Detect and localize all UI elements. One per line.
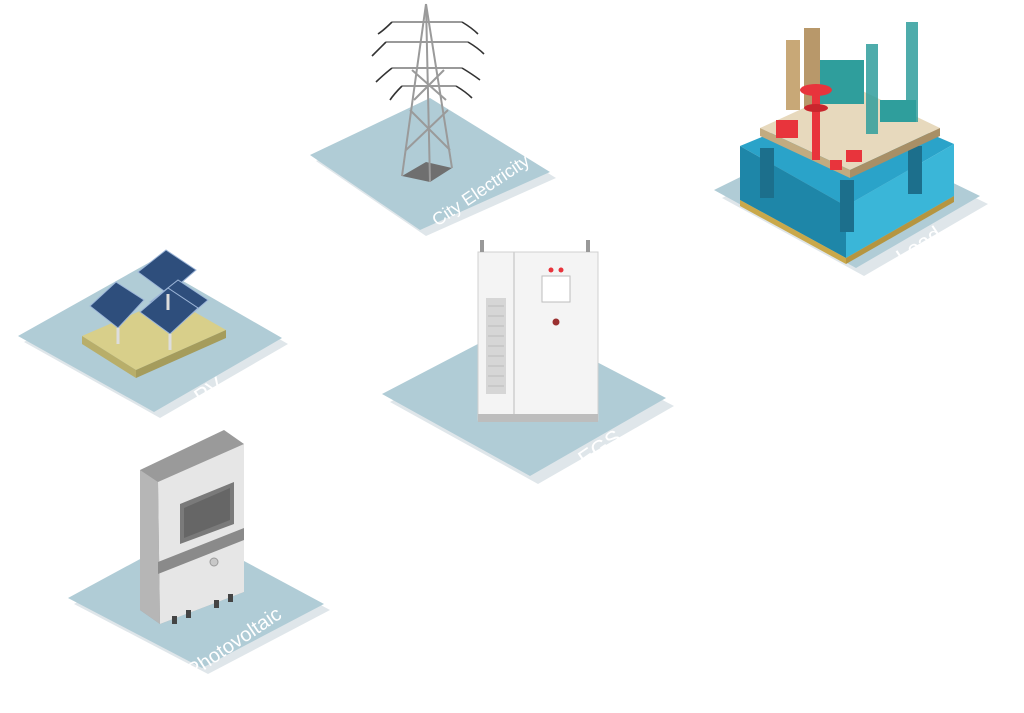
- power-lines: [371, 21, 485, 101]
- solar-panel-array-icon: [82, 249, 226, 378]
- pv-node: [18, 249, 288, 418]
- egs-node: [382, 240, 674, 484]
- offshore-platform-icon: [740, 22, 954, 264]
- transmission-tower-icon: [386, 3, 468, 183]
- energy-storage-cabinet-icon: [477, 240, 599, 422]
- inverter-icon: [140, 430, 244, 624]
- city-electricity-node: [310, 3, 556, 236]
- load-node: [714, 22, 988, 276]
- photovoltaic-node: [68, 430, 330, 674]
